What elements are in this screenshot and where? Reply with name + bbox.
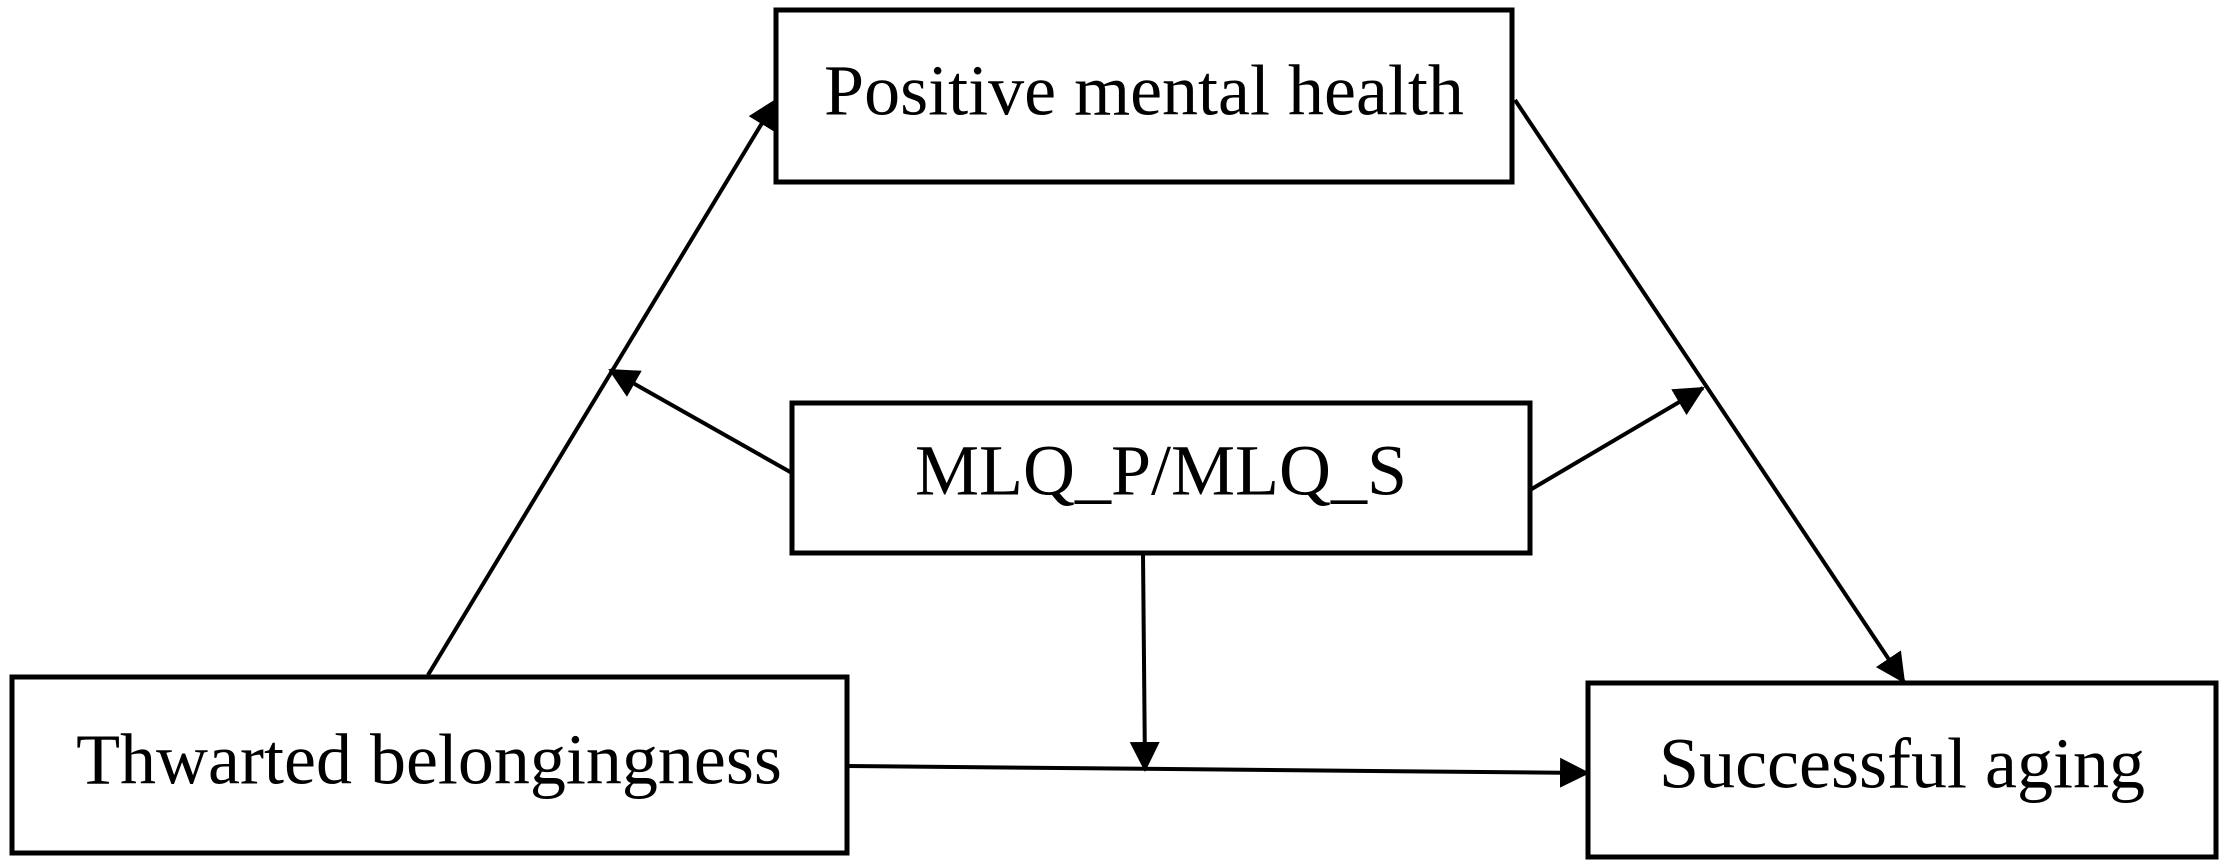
- edge-thwarted-to-successful-aging-arrow: [846, 757, 1590, 788]
- positive-mental-health-label: Positive mental health: [824, 51, 1464, 131]
- successful-aging-box: [1585, 680, 2219, 860]
- node-thwarted-belongingness: Thwarted belongingness: [9, 674, 850, 856]
- edge-moderator-to-a-path-arrow: [608, 368, 793, 475]
- edge-thwarted-to-positive-mental-health-arrow: [426, 98, 778, 677]
- edge-moderator-to-b-path-arrow: [1528, 386, 1705, 492]
- node-successful-aging: Successful aging: [1585, 680, 2219, 860]
- edge-positive-mental-health-to-successful-aging-arrow: [1513, 98, 1906, 684]
- thwarted-belongingness-box: [9, 674, 850, 856]
- positive-mental-health-box: [773, 7, 1515, 185]
- moderator-box: [789, 400, 1533, 556]
- moderator-label: MLQ_P/MLQ_S: [915, 431, 1407, 511]
- edges: [426, 98, 1906, 788]
- edge-moderator-to-direct-path-arrow: [1129, 552, 1160, 772]
- node-moderator: MLQ_P/MLQ_S: [789, 400, 1533, 556]
- successful-aging-label: Successful aging: [1659, 724, 2145, 804]
- thwarted-belongingness-label: Thwarted belongingness: [76, 720, 782, 800]
- node-positive-mental-health: Positive mental health: [773, 7, 1515, 185]
